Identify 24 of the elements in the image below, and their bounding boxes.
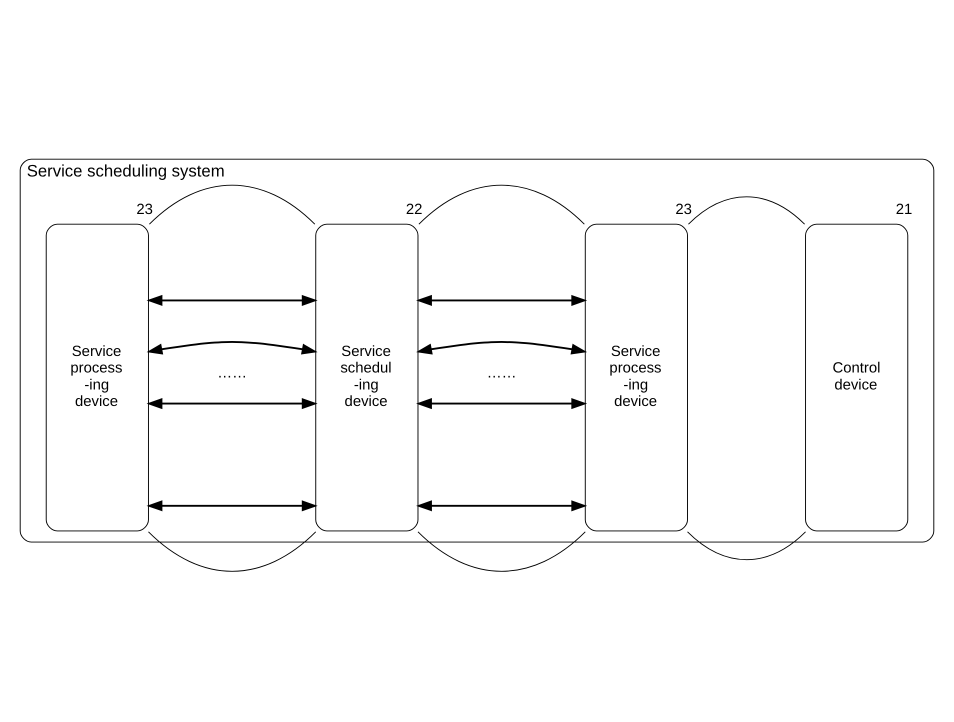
connector [687,530,806,560]
connector [148,530,316,572]
arrow [416,294,588,306]
node-box: Service process -ing device [584,223,688,531]
arrow [146,500,318,511]
arrow [416,500,588,511]
arrow [146,294,318,306]
connector [688,196,806,224]
node-label: 21 [896,201,912,218]
node-label: 23 [675,201,692,218]
label: …… [217,364,247,381]
arrow [146,340,318,354]
node-label: 23 [136,201,153,218]
node-label: 22 [406,201,422,218]
node-box: Service schedul -ing device [315,223,418,531]
arrow [416,340,588,354]
node-box: Service process -ing device [46,223,149,531]
node-box: Control device [805,223,908,531]
connector [148,184,316,224]
arrow [416,398,588,409]
arrow [146,398,318,409]
connector [418,530,586,572]
label: …… [486,364,516,381]
connector [418,184,585,224]
